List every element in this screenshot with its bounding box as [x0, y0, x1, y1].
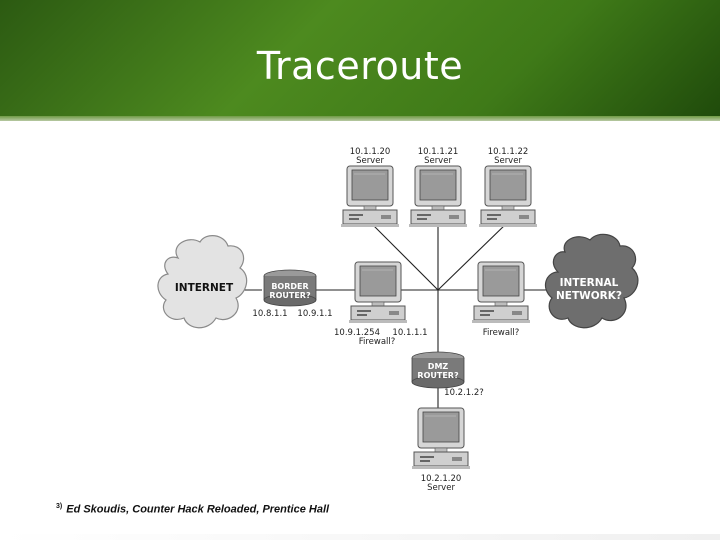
server-1-role: Server	[356, 156, 384, 166]
firewall-left-role: Firewall?	[359, 337, 396, 347]
citation: 3)Ed Skoudis, Counter Hack Reloaded, Pre…	[56, 503, 329, 516]
firewall-right: Firewall?	[471, 261, 531, 338]
border-router-label-line2: ROUTER?	[269, 291, 311, 300]
internet-label: INTERNET	[175, 282, 234, 294]
border-router-label-line1: BORDER	[271, 282, 308, 291]
dmz-router: DMZ ROUTER? 10.2.1.2?	[411, 351, 484, 398]
internal-network-cloud: INTERNAL NETWORK?	[544, 233, 639, 329]
server-1: 10.1.1.20 Server	[340, 147, 400, 228]
border-router: BORDER ROUTER? 10.8.1.1 10.9.1.1	[252, 269, 333, 319]
firewall-left: 10.9.1.254 10.1.1.1 Firewall?	[334, 261, 428, 347]
server-3-role: Server	[494, 156, 522, 166]
footer-band	[0, 534, 720, 540]
internal-network-label-line1: INTERNAL	[560, 277, 619, 289]
dmz-router-label-line1: DMZ	[428, 362, 449, 371]
slide-header: Traceroute	[0, 0, 720, 121]
dmz-router-ip: 10.2.1.2?	[444, 388, 484, 398]
server-2-ip: 10.1.1.21	[418, 147, 459, 157]
internet-cloud: INTERNET	[157, 235, 248, 329]
dmz-server-role: Server	[427, 483, 455, 493]
server-2: 10.1.1.21 Server	[408, 147, 468, 228]
server-2-role: Server	[424, 156, 452, 166]
border-router-ip-right: 10.9.1.1	[297, 309, 332, 319]
internal-network-label-line2: NETWORK?	[556, 290, 622, 302]
citation-marker: 3)	[56, 503, 63, 510]
slide-title: Traceroute	[256, 44, 464, 88]
border-router-ip-left: 10.8.1.1	[252, 309, 287, 319]
dmz-router-label-line2: ROUTER?	[417, 371, 459, 380]
citation-text: Ed Skoudis, Counter Hack Reloaded, Prent…	[66, 503, 330, 516]
dmz-server-ip: 10.2.1.20	[421, 474, 462, 484]
dmz-server: 10.2.1.20 Server	[411, 407, 471, 493]
server-3-ip: 10.1.1.22	[488, 147, 529, 157]
server-3: 10.1.1.22 Server	[478, 147, 538, 228]
firewall-left-ip-right: 10.1.1.1	[392, 328, 427, 338]
server-1-ip: 10.1.1.20	[350, 147, 391, 157]
firewall-left-ip-left: 10.9.1.254	[334, 328, 380, 338]
firewall-right-role: Firewall?	[483, 328, 520, 338]
